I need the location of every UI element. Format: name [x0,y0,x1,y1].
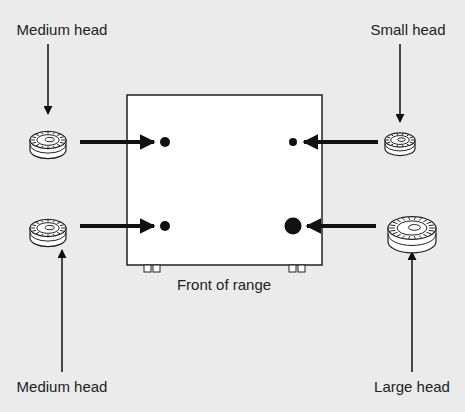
placement-arrows [80,142,378,226]
range-top [127,95,322,272]
part-label: Small head [370,21,445,39]
part-label: Medium head [17,378,108,396]
burner-head [30,131,66,158]
burner-head [388,217,436,253]
range-front-label: Front of range [177,276,271,294]
leader-arrows [48,44,412,372]
burner-heads [30,131,436,252]
part-label: Medium head [17,21,108,39]
burner-head [30,219,66,246]
part-label: Large head [374,378,450,396]
burner-head [385,133,415,156]
